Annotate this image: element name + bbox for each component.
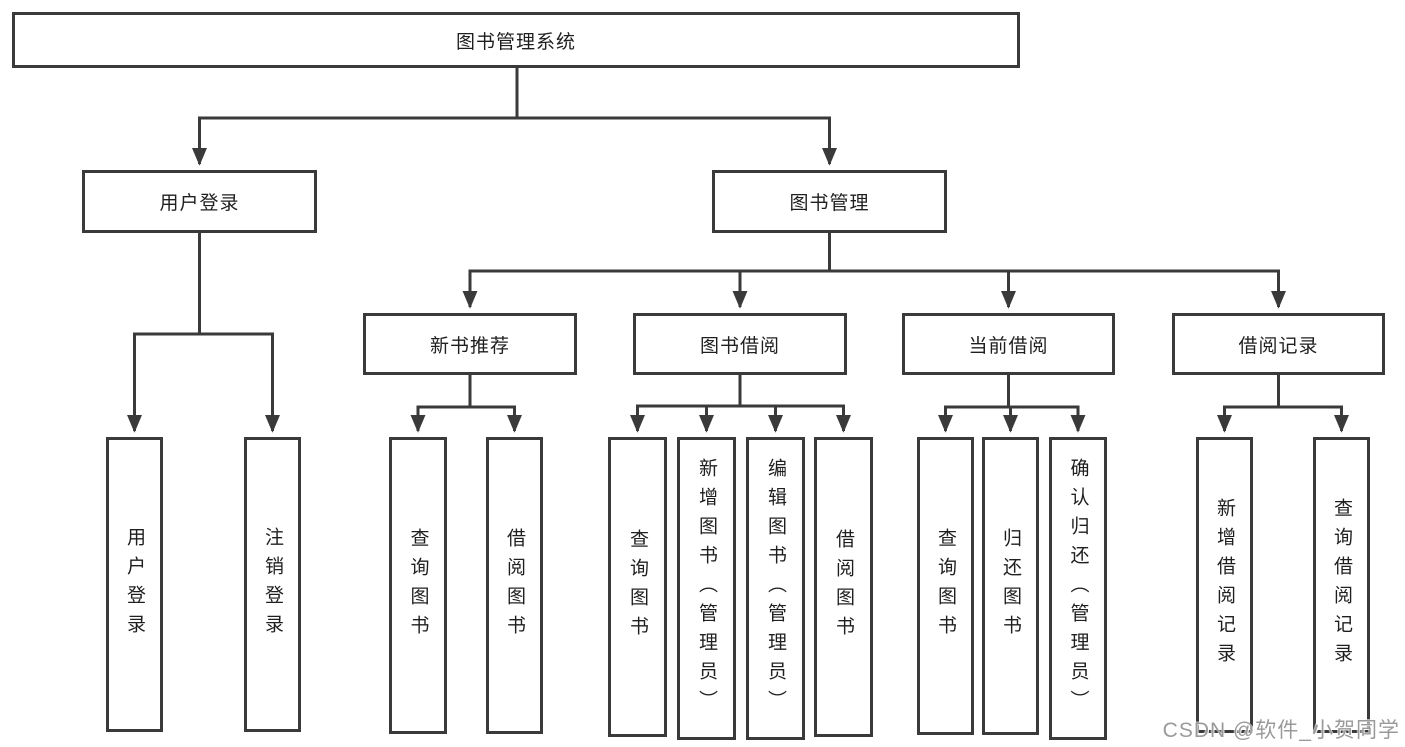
node-nb-query-books-label: 查询图书: [407, 527, 429, 644]
node-bb-edit-books-admin-label: 编辑图书（管理员）: [765, 458, 786, 719]
node-br-add-record: 新增借阅记录: [1196, 437, 1253, 733]
node-bb-borrow-books: 借阅图书: [814, 437, 873, 737]
node-user-login-group-label: 用户登录: [159, 193, 240, 214]
node-user-login-group: 用户登录: [82, 170, 317, 233]
csdn-watermark: CSDN @软件_小贺同学: [1162, 719, 1400, 742]
node-borrow-records: 借阅记录: [1172, 313, 1385, 375]
node-nb-borrow-books-label: 借阅图书: [504, 527, 525, 644]
node-logout-label: 注销登录: [262, 526, 283, 643]
node-cb-return-books-label: 归还图书: [1000, 528, 1021, 644]
node-cb-query-books: 查询图书: [917, 437, 974, 735]
node-borrow-records-label: 借阅记录: [1238, 335, 1319, 357]
node-br-query-record: 查询借阅记录: [1313, 437, 1370, 733]
node-bb-query-books-label: 查询图书: [627, 529, 648, 645]
node-book-management-label: 图书管理: [789, 193, 870, 214]
node-br-query-record-label: 查询借阅记录: [1331, 498, 1352, 672]
node-cb-confirm-return-admin: 确认归还（管理员）: [1049, 437, 1107, 740]
node-bb-edit-books-admin: 编辑图书（管理员）: [746, 437, 805, 740]
node-new-book-recommend-label: 新书推荐: [429, 335, 510, 357]
node-bb-query-books: 查询图书: [608, 437, 667, 737]
node-br-add-record-label: 新增借阅记录: [1214, 498, 1235, 672]
node-new-book-recommend: 新书推荐: [363, 313, 577, 375]
node-book-management: 图书管理: [712, 170, 947, 233]
node-current-borrow-label: 当前借阅: [968, 335, 1049, 357]
node-book-borrow-label: 图书借阅: [699, 335, 780, 357]
node-user-login-leaf: 用户登录: [106, 437, 163, 732]
node-root-system: 图书管理系统: [12, 12, 1020, 68]
node-user-login-leaf-label: 用户登录: [124, 526, 145, 643]
node-bb-add-books-admin-label: 新增图书（管理员）: [696, 458, 717, 719]
node-root-system-label: 图书管理系统: [455, 31, 576, 53]
node-bb-borrow-books-label: 借阅图书: [833, 529, 854, 645]
node-cb-return-books: 归还图书: [982, 437, 1039, 735]
node-book-borrow: 图书借阅: [633, 313, 847, 375]
node-logout: 注销登录: [244, 437, 301, 732]
node-cb-confirm-return-admin-label: 确认归还（管理员）: [1067, 458, 1089, 719]
node-nb-query-books: 查询图书: [389, 437, 447, 734]
node-cb-query-books-label: 查询图书: [935, 528, 956, 644]
node-bb-add-books-admin: 新增图书（管理员）: [677, 437, 736, 740]
node-nb-borrow-books: 借阅图书: [486, 437, 543, 734]
node-current-borrow: 当前借阅: [902, 313, 1115, 375]
